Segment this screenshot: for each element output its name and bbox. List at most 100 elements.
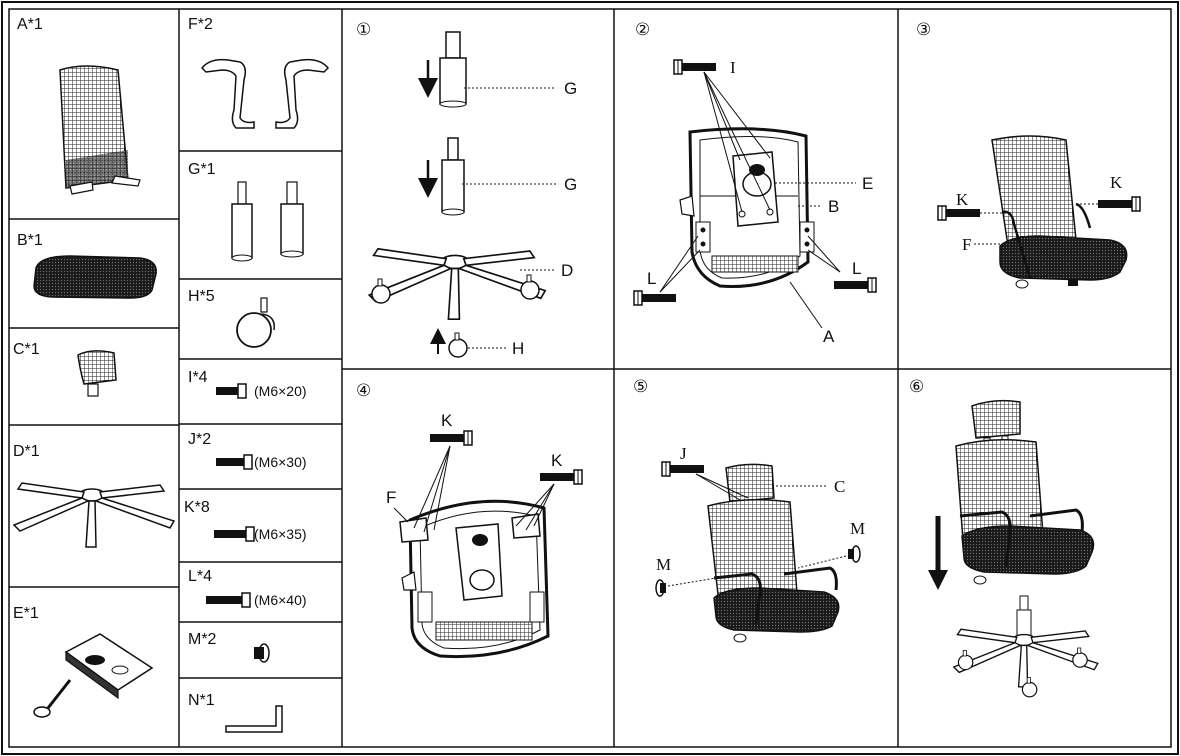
part-cell-b: B*1 xyxy=(17,232,157,299)
part-label: E*1 xyxy=(13,605,39,622)
part-label: L*4 xyxy=(188,568,212,585)
callout-label: K xyxy=(441,411,453,430)
part-label: D*1 xyxy=(13,443,40,460)
step-5-panel: ⑤ J C M M xyxy=(633,377,865,643)
chair-assembly-icon xyxy=(707,463,840,643)
callout-label: M xyxy=(850,519,865,538)
cap-icon xyxy=(254,643,270,663)
step-1-panel: ① G G D H xyxy=(356,20,577,358)
part-label: B*1 xyxy=(17,232,43,249)
gas-lift-icon xyxy=(439,31,467,108)
caster-wheel-icon xyxy=(1072,647,1088,668)
step-6-panel: ⑥ xyxy=(909,377,1099,698)
caster-wheel-icon xyxy=(371,278,391,304)
cap-icon xyxy=(655,579,666,597)
part-cell-a: A*1 xyxy=(17,16,141,195)
bolt-icon xyxy=(633,290,677,306)
mesh-backrest-icon xyxy=(59,65,141,195)
seat-underside-icon xyxy=(679,127,815,288)
part-cell-f: F*2 xyxy=(188,16,330,129)
gas-lift-icon xyxy=(441,137,465,216)
callout-label: G xyxy=(564,175,577,194)
part-cell-i: I*4 (M6×20) xyxy=(188,369,307,399)
step-number: ④ xyxy=(356,381,371,400)
callout-label: L xyxy=(647,269,656,288)
bolt-size: (M6×20) xyxy=(254,383,307,399)
callout-label: C xyxy=(834,477,845,496)
callout-label: I xyxy=(730,58,736,77)
part-label: G*1 xyxy=(188,161,216,178)
allen-key-icon xyxy=(225,705,283,733)
part-label: J*2 xyxy=(188,431,211,448)
bolt-icon xyxy=(661,461,705,477)
bolt-icon xyxy=(673,59,717,75)
step-2-panel: ② I E B xyxy=(633,20,877,346)
callout-label: K xyxy=(551,451,563,470)
chair-assembly-icon xyxy=(991,135,1128,289)
step-3-panel: ③ K K F xyxy=(916,20,1141,289)
callout-label: J xyxy=(680,444,687,463)
bolt-icon xyxy=(429,430,473,446)
part-label: F*2 xyxy=(188,16,213,33)
bolt-size: (M6×40) xyxy=(254,592,307,608)
part-cell-g: G*1 xyxy=(188,161,304,262)
bolt-icon xyxy=(216,383,247,399)
step-4-panel: ④ K K F xyxy=(356,381,583,659)
callout-label: E xyxy=(862,174,873,193)
bolt-icon xyxy=(206,592,251,608)
step-number: ② xyxy=(635,20,650,39)
part-cell-j: J*2 (M6×30) xyxy=(188,431,307,470)
five-star-base-icon xyxy=(13,482,175,548)
bolt-size: (M6×35) xyxy=(254,526,307,542)
callout-label: D xyxy=(561,261,573,280)
bolt-icon xyxy=(539,469,583,485)
step-number: ① xyxy=(356,20,371,39)
part-cell-n: N*1 xyxy=(188,692,283,733)
bolt-icon xyxy=(214,526,255,542)
part-label: N*1 xyxy=(188,692,215,709)
caster-wheel-icon xyxy=(520,274,540,300)
tilt-mechanism-icon xyxy=(33,633,154,718)
callout-label: L xyxy=(852,259,861,278)
seat-cushion-icon xyxy=(33,255,157,299)
headrest-icon xyxy=(77,350,117,397)
part-cell-k: K*8 (M6×35) xyxy=(184,499,307,542)
caster-wheel-icon xyxy=(448,332,468,358)
part-cell-m: M*2 xyxy=(188,631,270,663)
part-cell-e: E*1 xyxy=(13,605,154,718)
callout-label: M xyxy=(656,555,671,574)
callout-label: A xyxy=(823,327,835,346)
chair-assembly-icon xyxy=(955,399,1095,585)
callout-label: F xyxy=(962,235,971,254)
part-cell-d: D*1 xyxy=(13,443,175,548)
part-label: H*5 xyxy=(188,288,215,305)
part-cell-c: C*1 xyxy=(13,341,117,397)
gas-lift-icon xyxy=(231,181,304,262)
part-label: M*2 xyxy=(188,631,217,648)
seat-underside-icon xyxy=(399,499,550,659)
bolt-size: (M6×30) xyxy=(254,454,307,470)
cap-icon xyxy=(848,545,861,563)
five-star-base-icon xyxy=(368,247,547,321)
gas-lift-icon xyxy=(1016,595,1032,639)
part-label: A*1 xyxy=(17,16,43,33)
part-cell-l: L*4 (M6×40) xyxy=(188,568,307,608)
part-label: K*8 xyxy=(184,499,210,516)
part-label: I*4 xyxy=(188,369,208,386)
part-cell-h: H*5 xyxy=(188,288,275,348)
callout-label: K xyxy=(956,190,969,209)
bolt-icon xyxy=(1097,196,1141,212)
callout-label: F xyxy=(386,488,396,507)
callout-label: H xyxy=(512,339,524,358)
armrest-pair-icon xyxy=(200,58,330,129)
bolt-icon xyxy=(833,277,877,293)
callout-label: B xyxy=(828,197,839,216)
caster-wheel-icon xyxy=(957,649,974,671)
step-number: ⑥ xyxy=(909,377,924,396)
callout-label: K xyxy=(1110,173,1123,192)
step-number: ⑤ xyxy=(633,377,648,396)
part-label: C*1 xyxy=(13,341,40,358)
step-number: ③ xyxy=(916,20,931,39)
bolt-icon xyxy=(216,454,253,470)
